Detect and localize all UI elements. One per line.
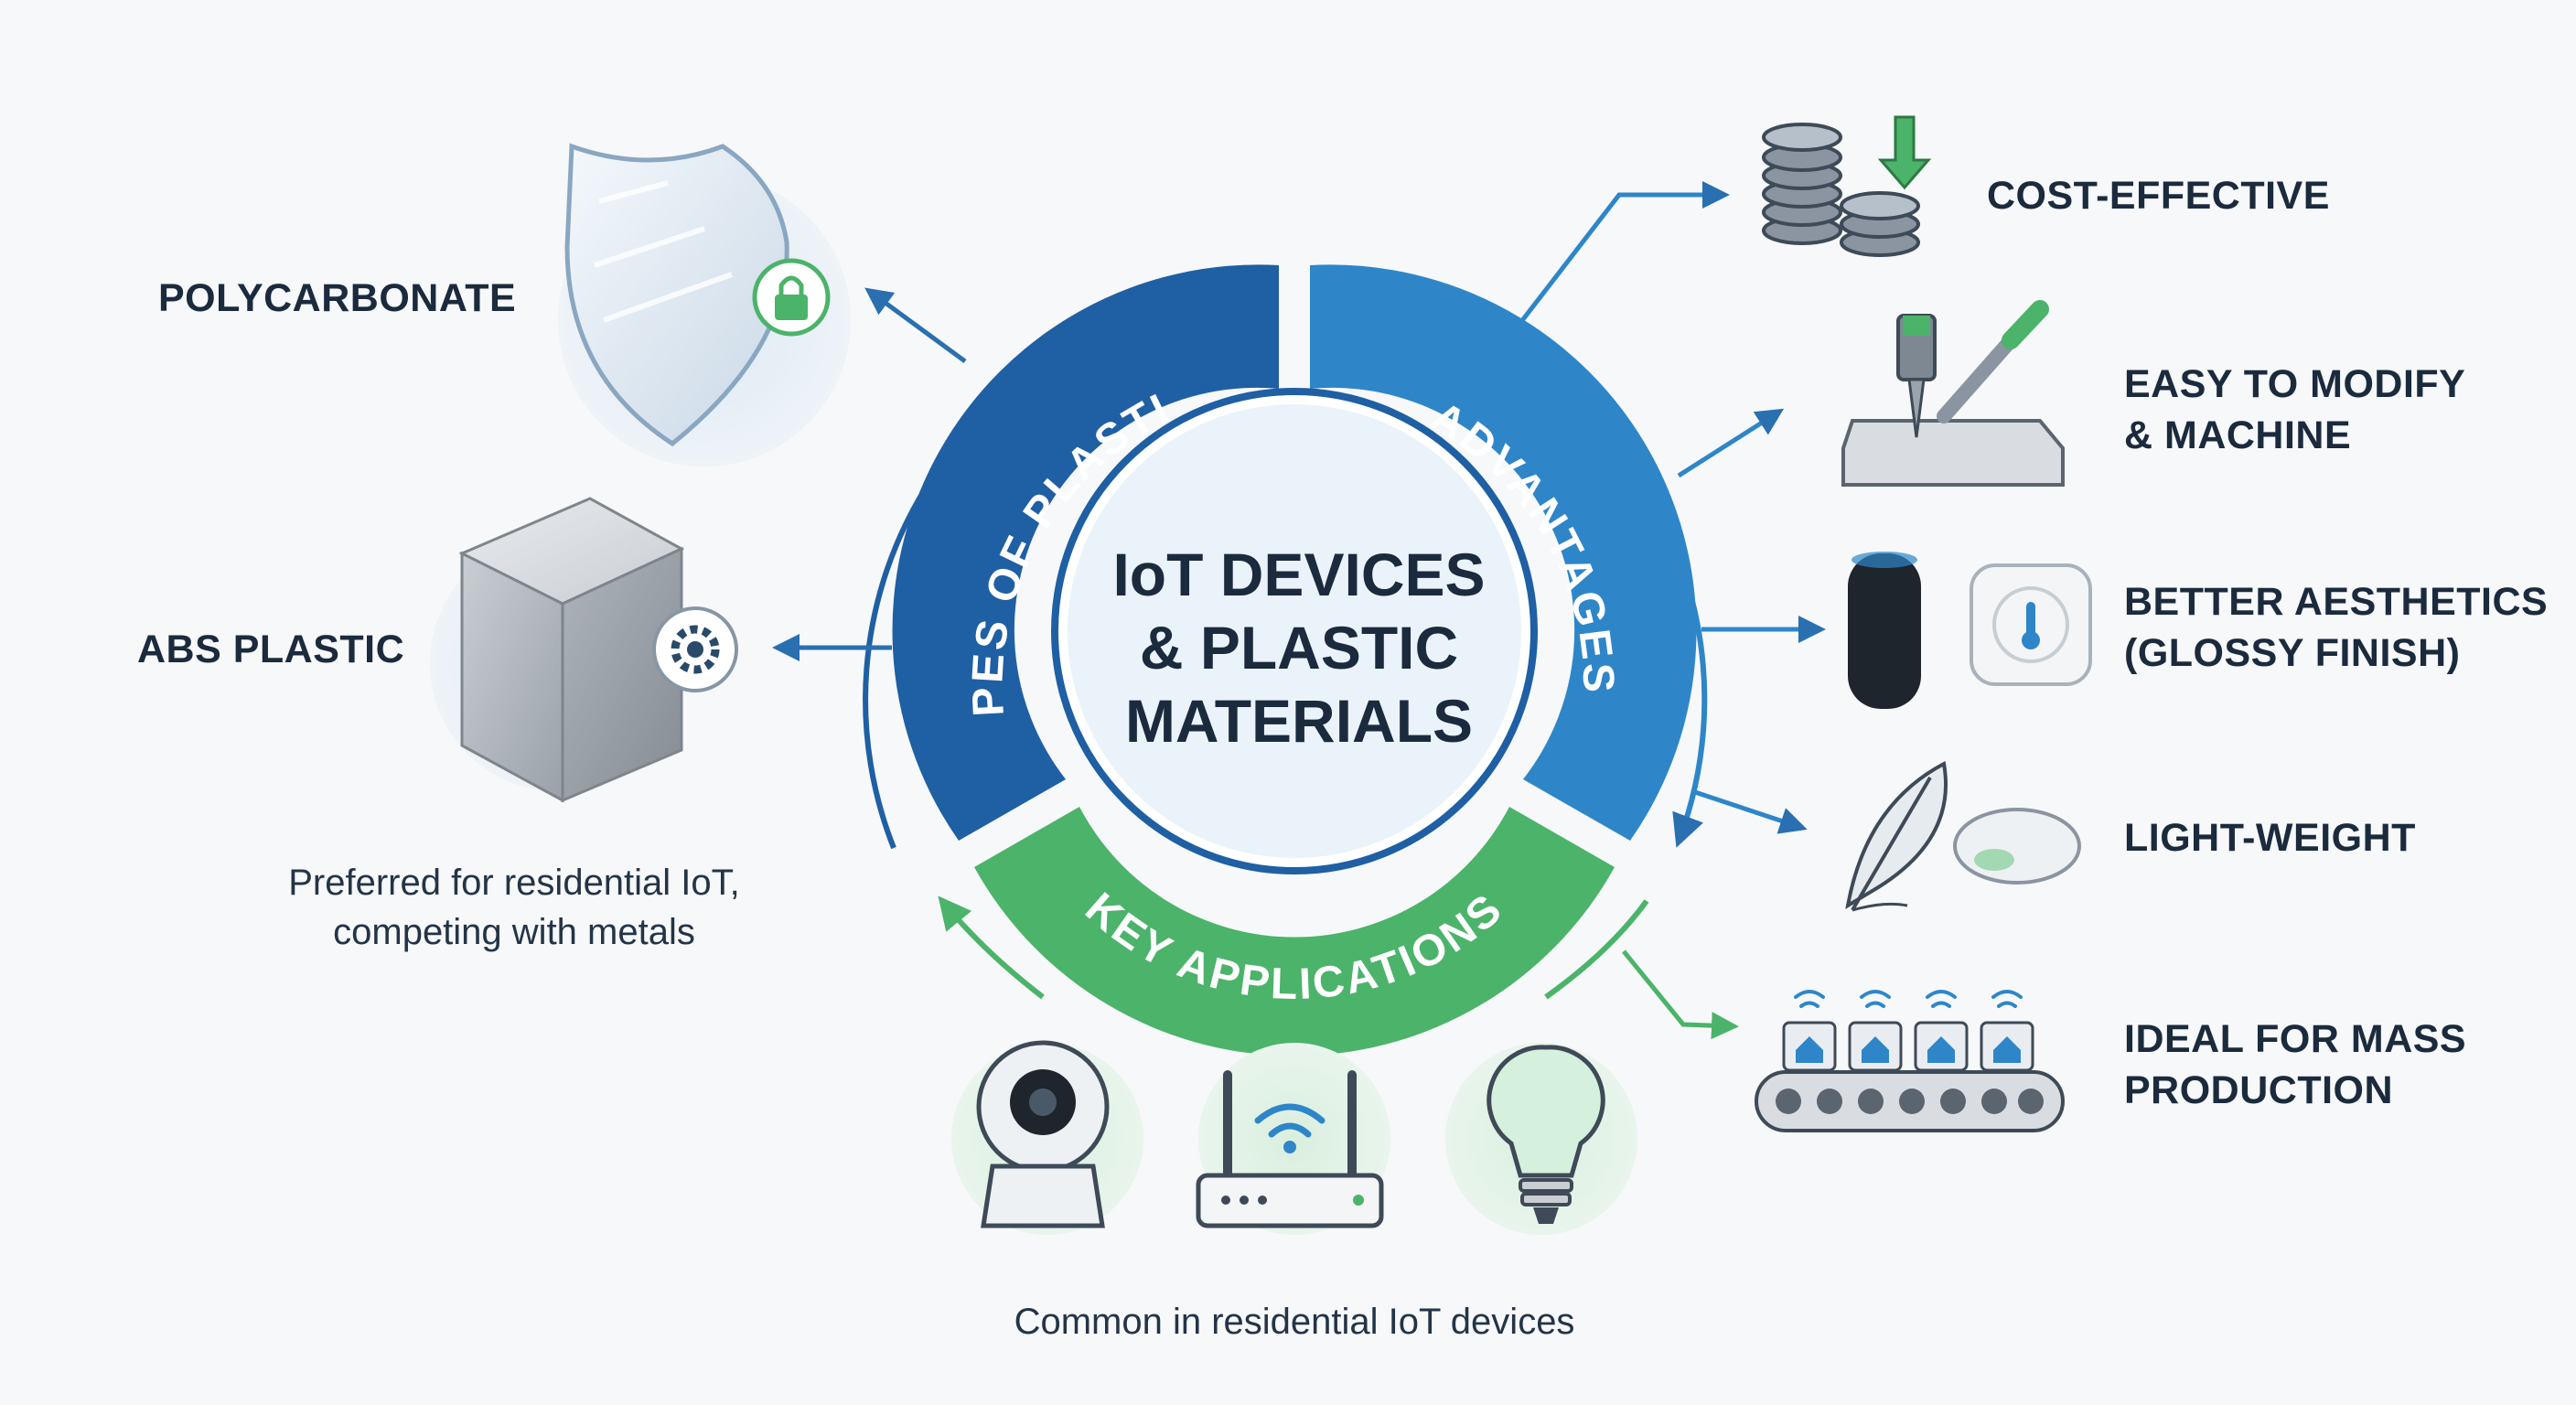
- abs-graphic: [430, 497, 738, 803]
- abs-plastic-label: ABS PLASTIC: [137, 627, 405, 671]
- segment-advantages: [1310, 264, 1697, 841]
- security-camera-icon: [951, 1040, 1143, 1235]
- smart-speaker-thermostat-icon: [1848, 552, 2092, 709]
- polycarbonate-graphic: [558, 143, 851, 467]
- arrow-to-cost: [1503, 181, 1730, 345]
- advantage-label-modify: EASY TO MODIFY & MACHINE: [2124, 362, 2466, 457]
- advantage-label-lightweight: LIGHT-WEIGHT: [2124, 816, 2416, 860]
- padlock-icon: [752, 258, 831, 337]
- connectors: [772, 181, 1826, 1040]
- gear-icon: [652, 606, 738, 692]
- outer-arc-bottom-right: [1544, 899, 1649, 1000]
- advantage-label-aesthetics: BETTER AESTHETICS (GLOSSY FINISH): [2124, 580, 2549, 675]
- arrow-to-lightweight: [1691, 788, 1808, 834]
- center-circle: [1068, 404, 1521, 858]
- plastics-note: Preferred for residential IoT, competing…: [288, 863, 740, 952]
- applications-note: Common in residential IoT devices: [1014, 1302, 1575, 1342]
- polycarbonate-label: POLYCARBONATE: [158, 276, 517, 320]
- advantage-label-cost: COST-EFFECTIVE: [1987, 174, 2330, 218]
- outer-arc-bottom-left: [938, 896, 1045, 1000]
- center-title: IoT DEVICES & PLASTIC MATERIALS: [1112, 541, 1486, 755]
- wifi-router-icon: [1196, 1043, 1390, 1235]
- conveyor-houses-icon: [1755, 990, 2065, 1132]
- coins-down-arrow-icon: [1762, 115, 1932, 257]
- cube-icon: [458, 497, 685, 803]
- drill-and-file-icon: [1841, 300, 2065, 487]
- arrow-to-modify: [1677, 408, 1785, 478]
- arrow-to-mass-production: [1622, 949, 1739, 1040]
- arrow-to-polycarbonate: [864, 287, 967, 364]
- advantage-label-mass-production: IDEAL FOR MASS PRODUCTION: [2124, 1017, 2467, 1112]
- feather-mouse-icon: [1845, 760, 2081, 912]
- segment-key-applications: [974, 807, 1615, 1056]
- segment-types-of-plastics: [892, 264, 1279, 841]
- smart-bulb-icon: [1445, 1043, 1637, 1235]
